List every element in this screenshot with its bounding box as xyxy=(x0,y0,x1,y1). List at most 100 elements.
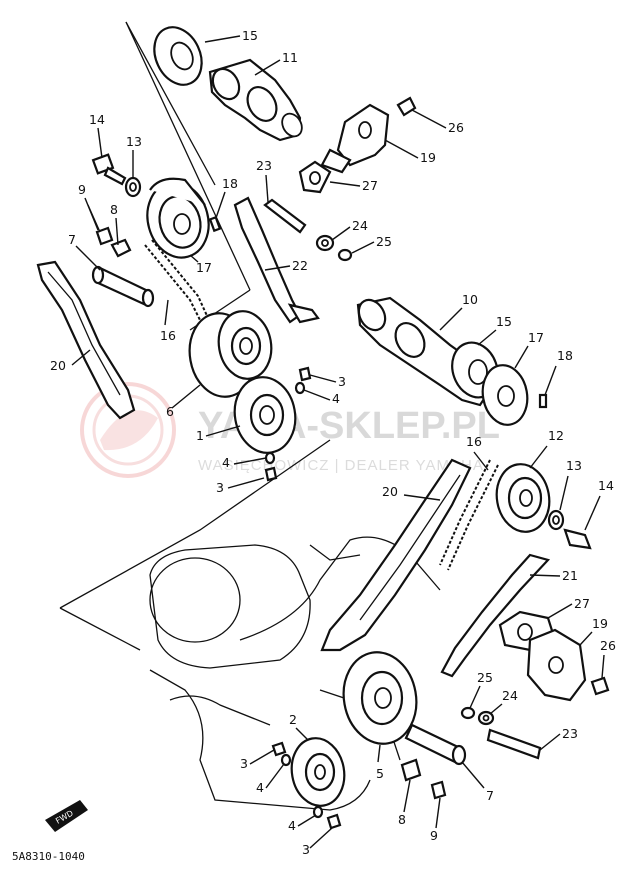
callout-18: 18 xyxy=(557,348,573,363)
bolt-23-right xyxy=(486,728,542,760)
leader-line-8 xyxy=(403,779,411,813)
callout-9: 9 xyxy=(430,828,438,843)
fwd-arrow-icon: FWD xyxy=(45,800,88,832)
leader-line-24 xyxy=(489,703,503,715)
cam-sprocket-17-right xyxy=(481,364,529,426)
leader-line-21 xyxy=(529,574,561,577)
callout-26: 26 xyxy=(600,638,616,653)
crank-sprocket-5 xyxy=(342,651,418,745)
callout-17: 17 xyxy=(196,260,212,275)
callout-4: 4 xyxy=(256,780,264,795)
bolt-26-top xyxy=(396,96,417,117)
leader-line-12 xyxy=(529,445,548,469)
callout-15: 15 xyxy=(496,314,512,329)
camshaft-11 xyxy=(208,58,303,142)
leader-line-27 xyxy=(329,181,361,187)
leader-line-18 xyxy=(215,191,226,219)
callout-1: 1 xyxy=(196,428,204,443)
clip-8-top xyxy=(110,238,132,258)
callout-23: 23 xyxy=(562,726,578,741)
leader-line-20 xyxy=(403,494,441,501)
leader-line-9 xyxy=(435,797,441,829)
washer-4-lower-a xyxy=(280,753,292,767)
leader-line-26 xyxy=(601,654,605,679)
nut-25-top xyxy=(337,248,353,262)
callout-2: 2 xyxy=(289,712,297,727)
callout-20: 20 xyxy=(382,484,398,499)
callout-5: 5 xyxy=(376,766,384,781)
pin-7-lower xyxy=(404,723,467,766)
leader-line-23 xyxy=(265,174,269,203)
callout-3: 3 xyxy=(240,756,248,771)
callout-6: 6 xyxy=(166,404,174,419)
callout-12: 12 xyxy=(548,428,564,443)
leader-line-7 xyxy=(461,761,485,789)
washer-4-lower-b xyxy=(312,805,324,819)
callout-20: 20 xyxy=(50,358,66,373)
washer-24-right xyxy=(477,710,495,726)
callout-24: 24 xyxy=(352,218,368,233)
leader-line-3 xyxy=(309,374,337,383)
callout-16: 16 xyxy=(160,328,176,343)
leader-line-14 xyxy=(584,495,601,531)
leader-line-27 xyxy=(547,603,573,619)
leader-line-11 xyxy=(254,59,281,76)
leader-line-6 xyxy=(171,384,201,409)
washer-4-mid xyxy=(264,451,276,465)
callout-8: 8 xyxy=(398,812,406,827)
leader-line-4 xyxy=(233,457,267,465)
bolt-26-right xyxy=(590,676,610,696)
chain-guide-20-top xyxy=(36,260,136,420)
callout-24: 24 xyxy=(502,688,518,703)
leader-line-19 xyxy=(384,139,419,159)
leader-line-19 xyxy=(579,631,593,646)
callout-4: 4 xyxy=(332,391,340,406)
callout-3: 3 xyxy=(338,374,346,389)
bolt-14-top xyxy=(91,153,127,186)
callout-3: 3 xyxy=(216,480,224,495)
leader-line-5 xyxy=(377,744,381,763)
callout-16: 16 xyxy=(466,434,482,449)
leader-line-14 xyxy=(97,127,103,159)
leader-line-4 xyxy=(303,389,331,401)
bearing-15-top xyxy=(153,26,203,86)
callout-21: 21 xyxy=(562,568,578,583)
callout-19: 19 xyxy=(420,150,436,165)
leader-line-8 xyxy=(115,217,119,246)
bolt-9-lower xyxy=(430,780,447,800)
callout-22: 22 xyxy=(292,258,308,273)
leader-line-4 xyxy=(297,814,317,827)
chain-guide-20-right xyxy=(320,458,472,652)
leader-line-3 xyxy=(227,477,265,489)
watermark-sub: WASIĘCHOWICZ | DEALER YAMAHA xyxy=(198,457,484,474)
callout-14: 14 xyxy=(598,478,614,493)
callout-17: 17 xyxy=(528,330,544,345)
dowel-18-right xyxy=(538,393,548,409)
callout-14: 14 xyxy=(89,112,105,127)
leader-line-3 xyxy=(249,749,275,765)
cam-sprocket-17-top xyxy=(146,177,210,259)
sprocket-2 xyxy=(290,737,346,807)
leader-line-24 xyxy=(331,226,351,241)
bolt-3-lower-b xyxy=(326,813,342,830)
nut-25-right xyxy=(460,706,476,720)
callout-15: 15 xyxy=(242,28,258,43)
callout-26: 26 xyxy=(448,120,464,135)
tensioner-19-right xyxy=(526,628,587,702)
pin-7-top xyxy=(91,265,155,308)
callout-19: 19 xyxy=(592,616,608,631)
cam-chain-16-right xyxy=(439,459,499,571)
leader-line-20 xyxy=(71,349,91,366)
leader-line-9 xyxy=(84,197,99,231)
leader-line-22 xyxy=(264,265,291,271)
bolt-3-mid xyxy=(264,466,278,482)
callout-4: 4 xyxy=(288,818,296,833)
callout-3: 3 xyxy=(302,842,310,857)
callout-9: 9 xyxy=(78,182,86,197)
chain-guide-21 xyxy=(440,553,551,678)
bolt-3-lower-a xyxy=(271,741,287,757)
leader-line-13 xyxy=(559,475,569,511)
leader-line-2 xyxy=(295,727,309,741)
callout-13: 13 xyxy=(126,134,142,149)
